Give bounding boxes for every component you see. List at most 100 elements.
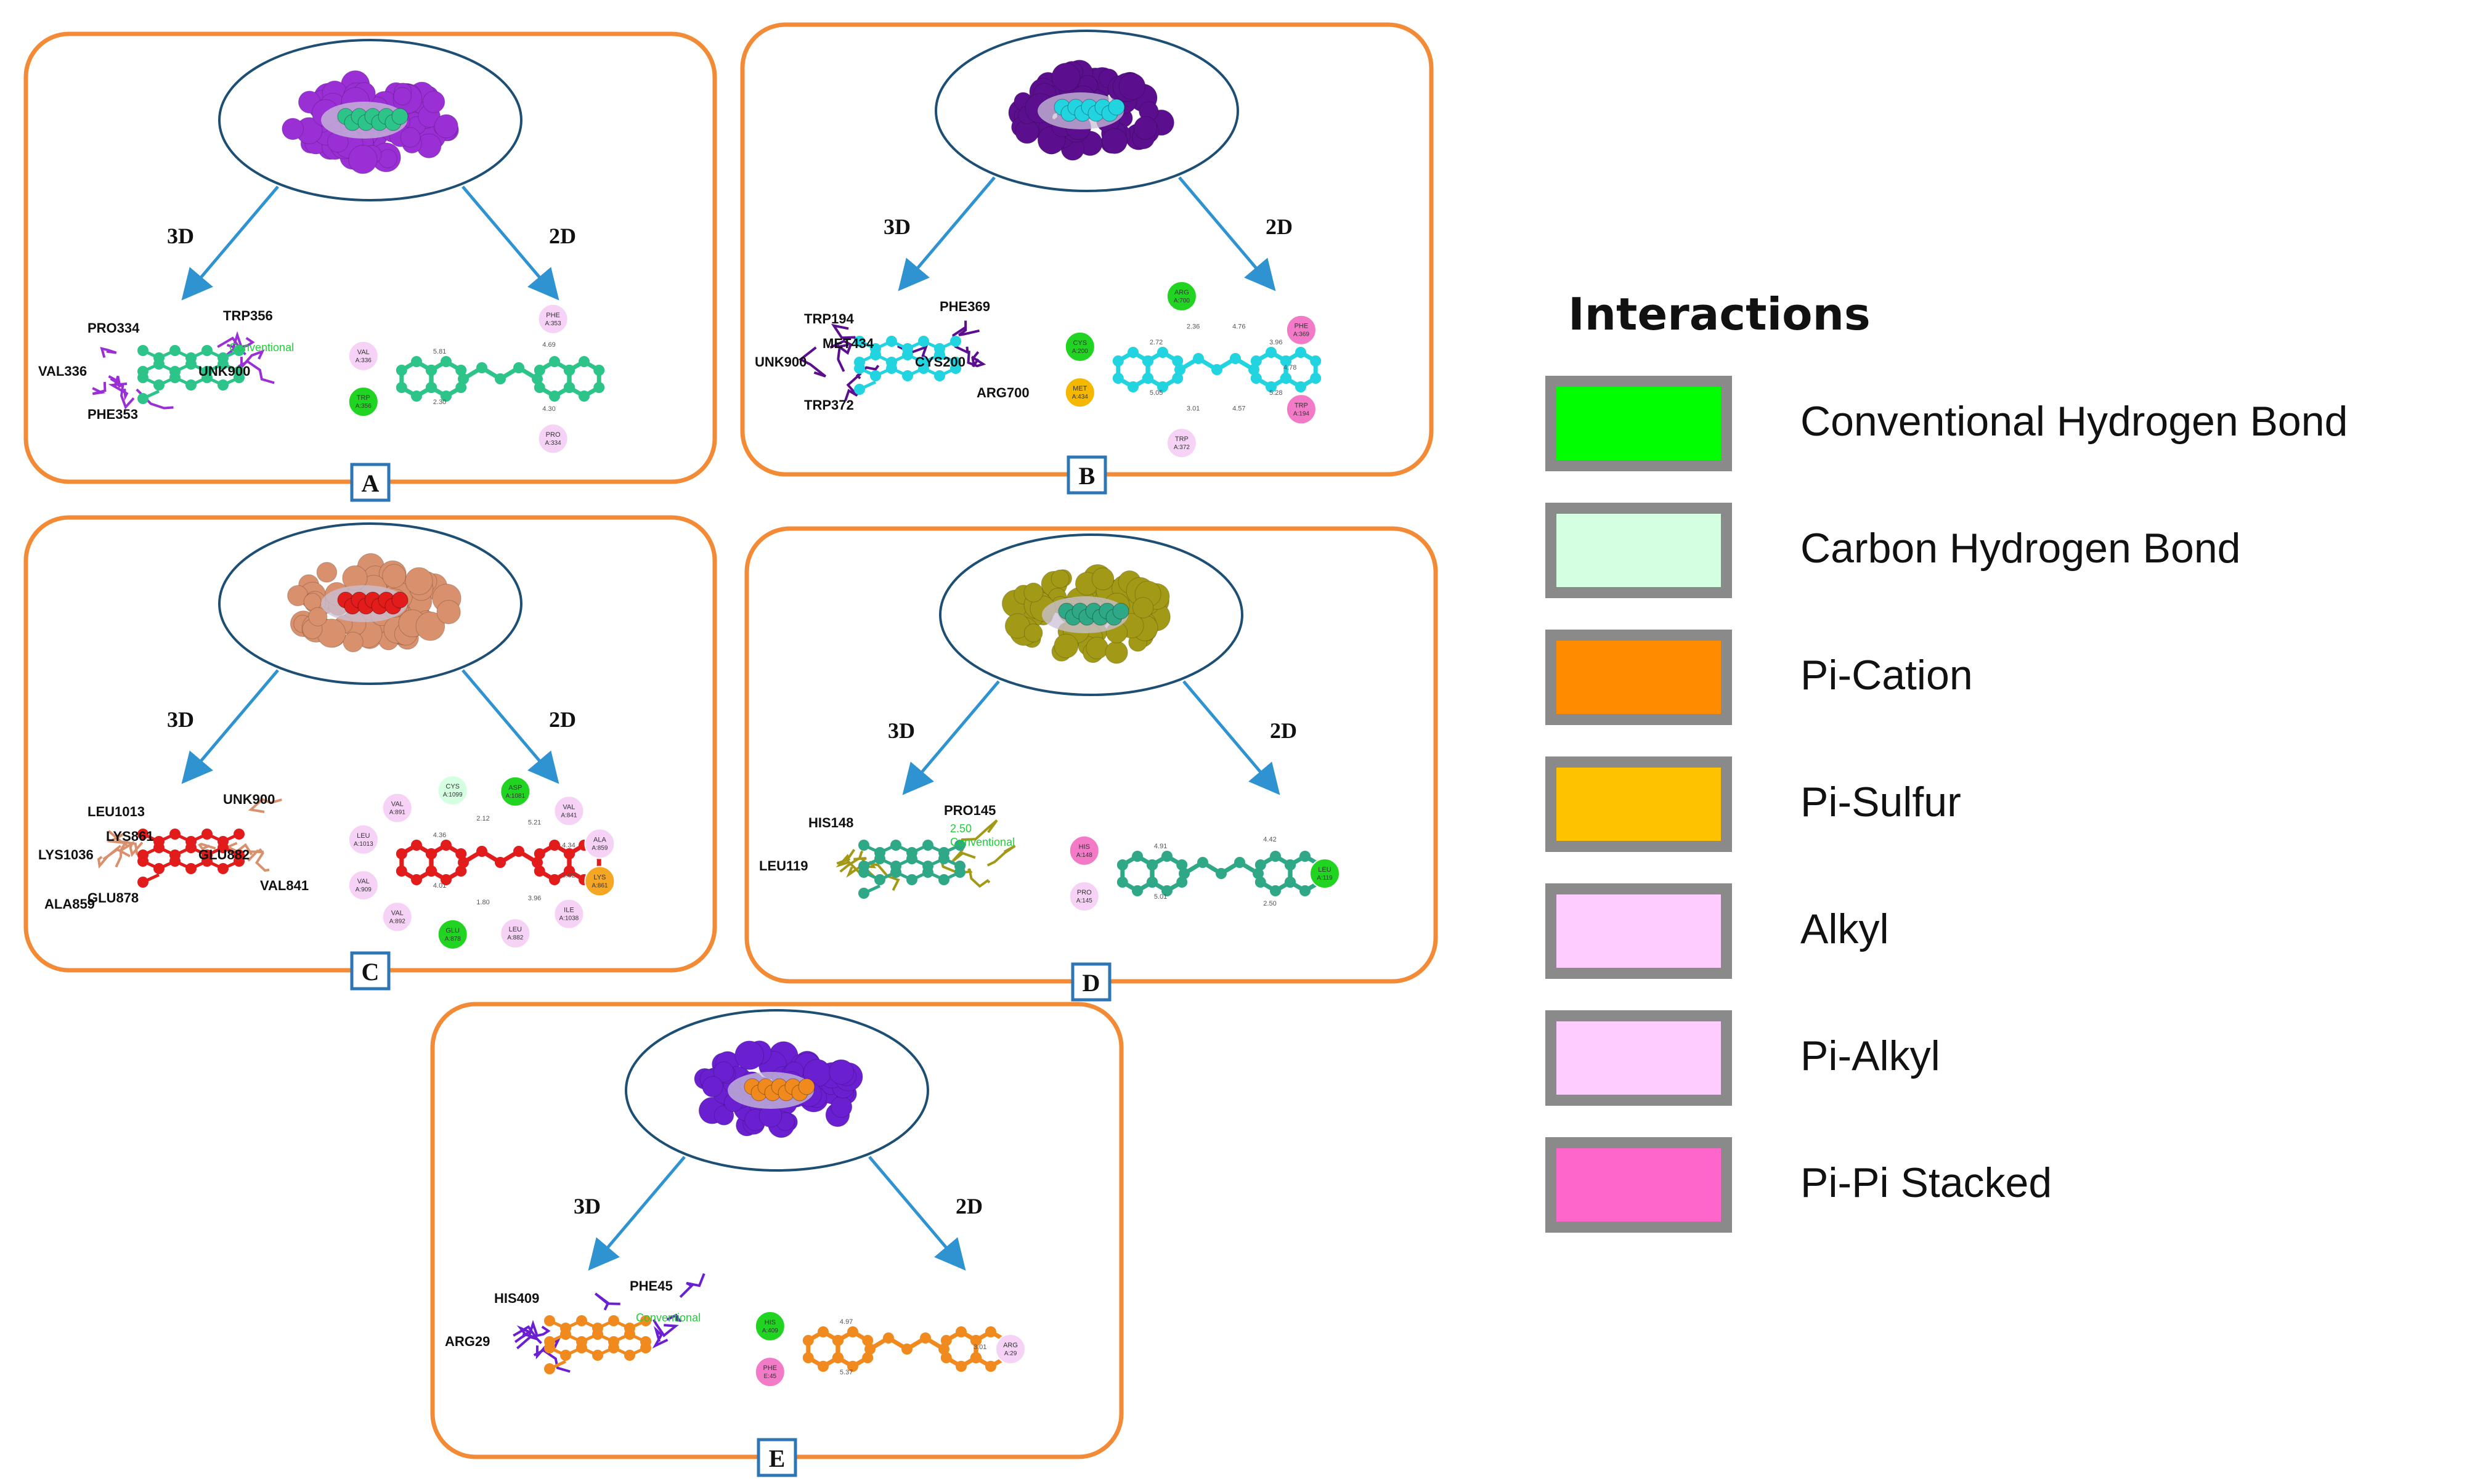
residue-2d-disc	[348, 870, 379, 901]
panel-letter: D	[1083, 969, 1100, 997]
view-2d: CYSA:200ARGA:700PHEA:369TRPA:194TRPA:372…	[1064, 280, 1322, 459]
ligand-atom	[441, 391, 452, 402]
legend-title: Interactions	[1568, 288, 1871, 340]
interaction-note-3d: Conventional	[229, 341, 294, 354]
surface-sphere	[829, 1059, 854, 1085]
label-2d: 2D	[1266, 214, 1293, 239]
interactions-legend: Interactions Conventional Hydrogen BondC…	[1545, 288, 2348, 1233]
residue-sticks	[986, 845, 1016, 867]
surface-sphere	[1132, 597, 1154, 618]
ligand-atom	[1128, 381, 1139, 392]
interaction-note-3d: Conventional	[636, 1312, 701, 1324]
surface-sphere	[436, 599, 461, 625]
ligand-atom	[862, 1352, 874, 1363]
residue-2d-chain: A:891	[389, 809, 406, 816]
surface-sphere	[1086, 636, 1108, 660]
ligand-atom	[476, 846, 487, 857]
ligand-atom	[455, 866, 467, 877]
ligand-atom	[579, 356, 590, 367]
ligand-atom	[411, 840, 422, 851]
distance-label: 4.34	[562, 841, 575, 849]
residue-3d-label: TRP372	[804, 397, 854, 413]
ligand-atom	[1142, 373, 1154, 384]
residue-sticks	[968, 868, 991, 888]
residue-2d-name: MET	[1073, 385, 1088, 392]
ligand-atom	[1284, 877, 1296, 888]
distance-label: 3.96	[1269, 339, 1282, 346]
residue-2d-chain: A:369	[1293, 331, 1310, 338]
ligand-atom	[441, 874, 452, 885]
ligand-atom	[426, 866, 437, 877]
residue-sticks	[829, 339, 853, 355]
ligand-sphere	[1112, 602, 1129, 620]
residue-2d-chain: A:194	[1293, 410, 1310, 417]
residue-2d-disc	[1064, 331, 1096, 362]
arrow-3d	[902, 680, 1000, 795]
arrow-3d	[181, 669, 279, 784]
ligand-atom	[1132, 885, 1143, 896]
ligand-atom	[495, 373, 506, 384]
residue-2d-disc	[381, 792, 413, 824]
residue-3d-label: GLU882	[198, 847, 250, 862]
ligand-atom	[549, 391, 560, 402]
ligand-atom	[411, 356, 422, 367]
ligand-atom	[396, 382, 407, 393]
residue-3d-label: HIS409	[494, 1291, 539, 1306]
label-2d: 2D	[956, 1194, 983, 1218]
residue-2d-disc	[500, 776, 531, 807]
panel-letter: A	[362, 469, 380, 497]
surface-sphere	[714, 1105, 734, 1125]
ligand-atom	[1142, 355, 1154, 367]
residue-sticks	[855, 365, 880, 379]
residue-2d-chain: A:1013	[354, 841, 373, 848]
residue-2d-name: VAL	[563, 803, 575, 811]
ligand-atom	[970, 1352, 982, 1363]
residue-2d-disc	[381, 901, 413, 933]
residue-2d-chain: A:334	[545, 440, 562, 447]
residue-2d-disc	[1285, 394, 1317, 425]
residue-2d-disc	[1068, 835, 1100, 866]
residue-2d-disc	[1309, 858, 1340, 889]
surface-sphere	[434, 114, 458, 139]
ligand-atom	[883, 1332, 894, 1344]
residue-2d-name: TRP	[357, 394, 370, 402]
ligand-atom	[1266, 347, 1277, 358]
surface-sphere	[1023, 623, 1043, 643]
ligand-atom	[579, 391, 590, 402]
panel-letter-box	[350, 463, 391, 502]
surface-sphere	[831, 1096, 853, 1118]
legend-label: Carbon Hydrogen Bond	[1800, 525, 2240, 572]
residue-sticks	[248, 798, 282, 813]
residue-2d-chain: A:841	[561, 812, 577, 819]
arrow-2d	[868, 1156, 966, 1271]
surface-sphere	[405, 567, 433, 595]
residue-2d-name: HIS	[765, 1319, 776, 1326]
residue-3d-label: TRP356	[223, 308, 273, 323]
ligand-bond-3d	[548, 1360, 567, 1371]
residue-2d-name: TRP	[1175, 436, 1189, 443]
ligand-atom	[1254, 859, 1266, 870]
ligand-atom	[1112, 373, 1124, 384]
ligand-atom	[455, 365, 467, 376]
residue-3d-label: VAL841	[260, 878, 309, 893]
ligand-bond-3d	[142, 389, 160, 400]
ligand-atom	[1250, 355, 1262, 367]
ligand-atom-3d	[954, 867, 966, 878]
residue-3d-label: CYS200	[915, 354, 966, 370]
residue-2d-name: LEU	[509, 926, 522, 933]
residue-sticks	[106, 830, 126, 845]
residue-2d-name: PHE	[546, 312, 560, 319]
distance-label: 4.42	[1263, 836, 1276, 843]
distance-label: 5.01	[1154, 893, 1167, 901]
arrow-2d	[1178, 176, 1276, 291]
residue-sticks	[255, 848, 270, 872]
